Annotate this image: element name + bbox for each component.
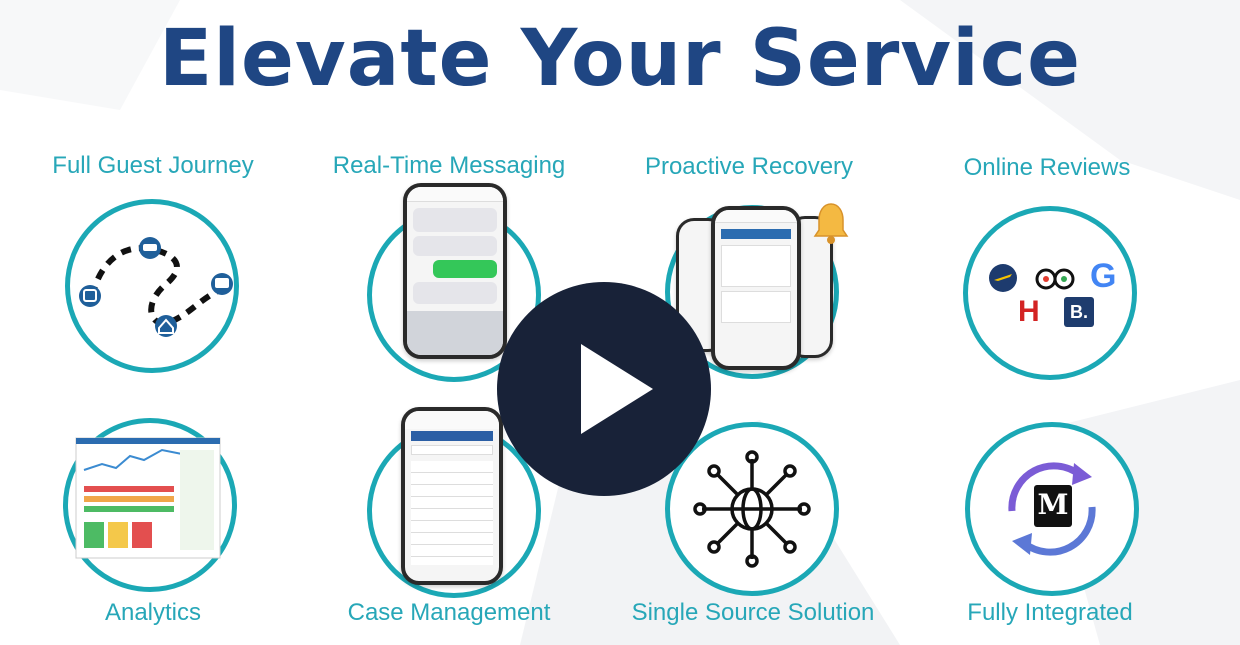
tripadvisor-icon xyxy=(1035,268,1075,290)
label-fully-integrated: Fully Integrated xyxy=(967,599,1133,626)
play-icon[interactable] xyxy=(581,344,653,434)
label-online-reviews: Online Reviews xyxy=(963,154,1131,181)
sync-arrows-icon xyxy=(1008,462,1096,556)
label-proactive-recovery: Proactive Recovery xyxy=(644,153,854,180)
label-real-time-messaging: Real-Time Messaging xyxy=(332,152,566,179)
label-case-management: Case Management xyxy=(347,599,551,626)
single-source-solution-ring xyxy=(665,422,839,596)
messaging-phone-image xyxy=(403,183,507,359)
full-guest-journey-ring xyxy=(65,199,239,373)
fully-integrated-ring: M xyxy=(965,422,1139,596)
label-analytics: Analytics xyxy=(104,599,202,626)
google-icon: G xyxy=(1090,257,1117,295)
analytics-dashboard-image xyxy=(75,437,221,559)
expedia-icon xyxy=(989,264,1017,292)
bell-icon xyxy=(813,203,849,244)
page-title: Elevate Your Service xyxy=(158,14,1082,104)
online-reviews-ring: G H B. xyxy=(963,206,1137,380)
network-globe-icon xyxy=(693,450,811,568)
mews-logo: M xyxy=(1034,485,1072,527)
mews-logo-letter: M xyxy=(1037,488,1069,521)
label-full-guest-journey: Full Guest Journey xyxy=(52,152,254,179)
hotels-icon: H xyxy=(1018,295,1040,328)
play-button[interactable] xyxy=(497,282,711,496)
case-management-phone-image xyxy=(401,407,503,585)
recovery-phone-center-image xyxy=(711,206,801,370)
booking-icon: B. xyxy=(1064,297,1094,327)
label-single-source-solution: Single Source Solution xyxy=(631,599,875,626)
guest-journey-path-icon xyxy=(79,237,233,337)
